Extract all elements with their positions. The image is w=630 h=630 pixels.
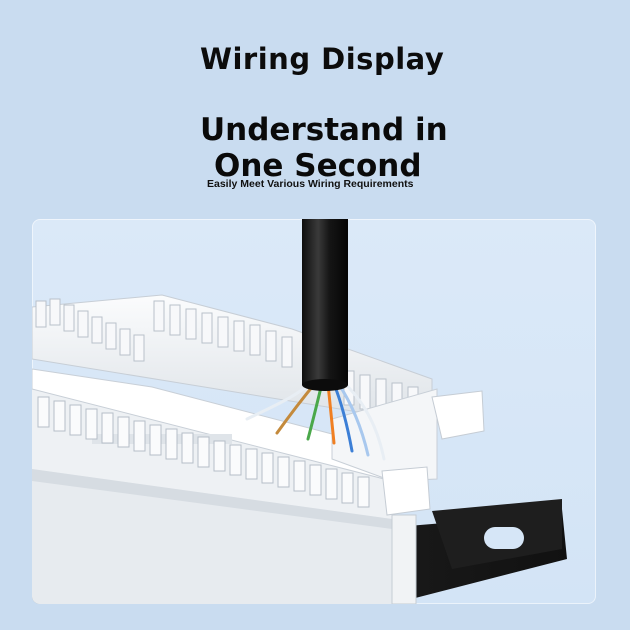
page-title: Wiring Display bbox=[200, 42, 445, 76]
side-clip bbox=[381, 390, 485, 604]
product-photo bbox=[32, 219, 596, 604]
network-cable bbox=[302, 219, 348, 391]
patch-panel-body bbox=[32, 368, 438, 604]
subheadline: Easily Meet Various Wiring Requirements bbox=[207, 178, 414, 190]
mounting-hole-icon bbox=[484, 527, 524, 549]
patch-panel-illustration bbox=[32, 219, 567, 604]
header: Wiring Display Understand in One Second … bbox=[0, 0, 630, 215]
headline-line-2: One Second bbox=[214, 148, 422, 184]
headline-line-1: Understand in bbox=[200, 112, 448, 148]
back-punch-block bbox=[32, 294, 433, 425]
front-punch-block bbox=[37, 396, 370, 508]
headline: Understand in One Second bbox=[200, 112, 500, 184]
